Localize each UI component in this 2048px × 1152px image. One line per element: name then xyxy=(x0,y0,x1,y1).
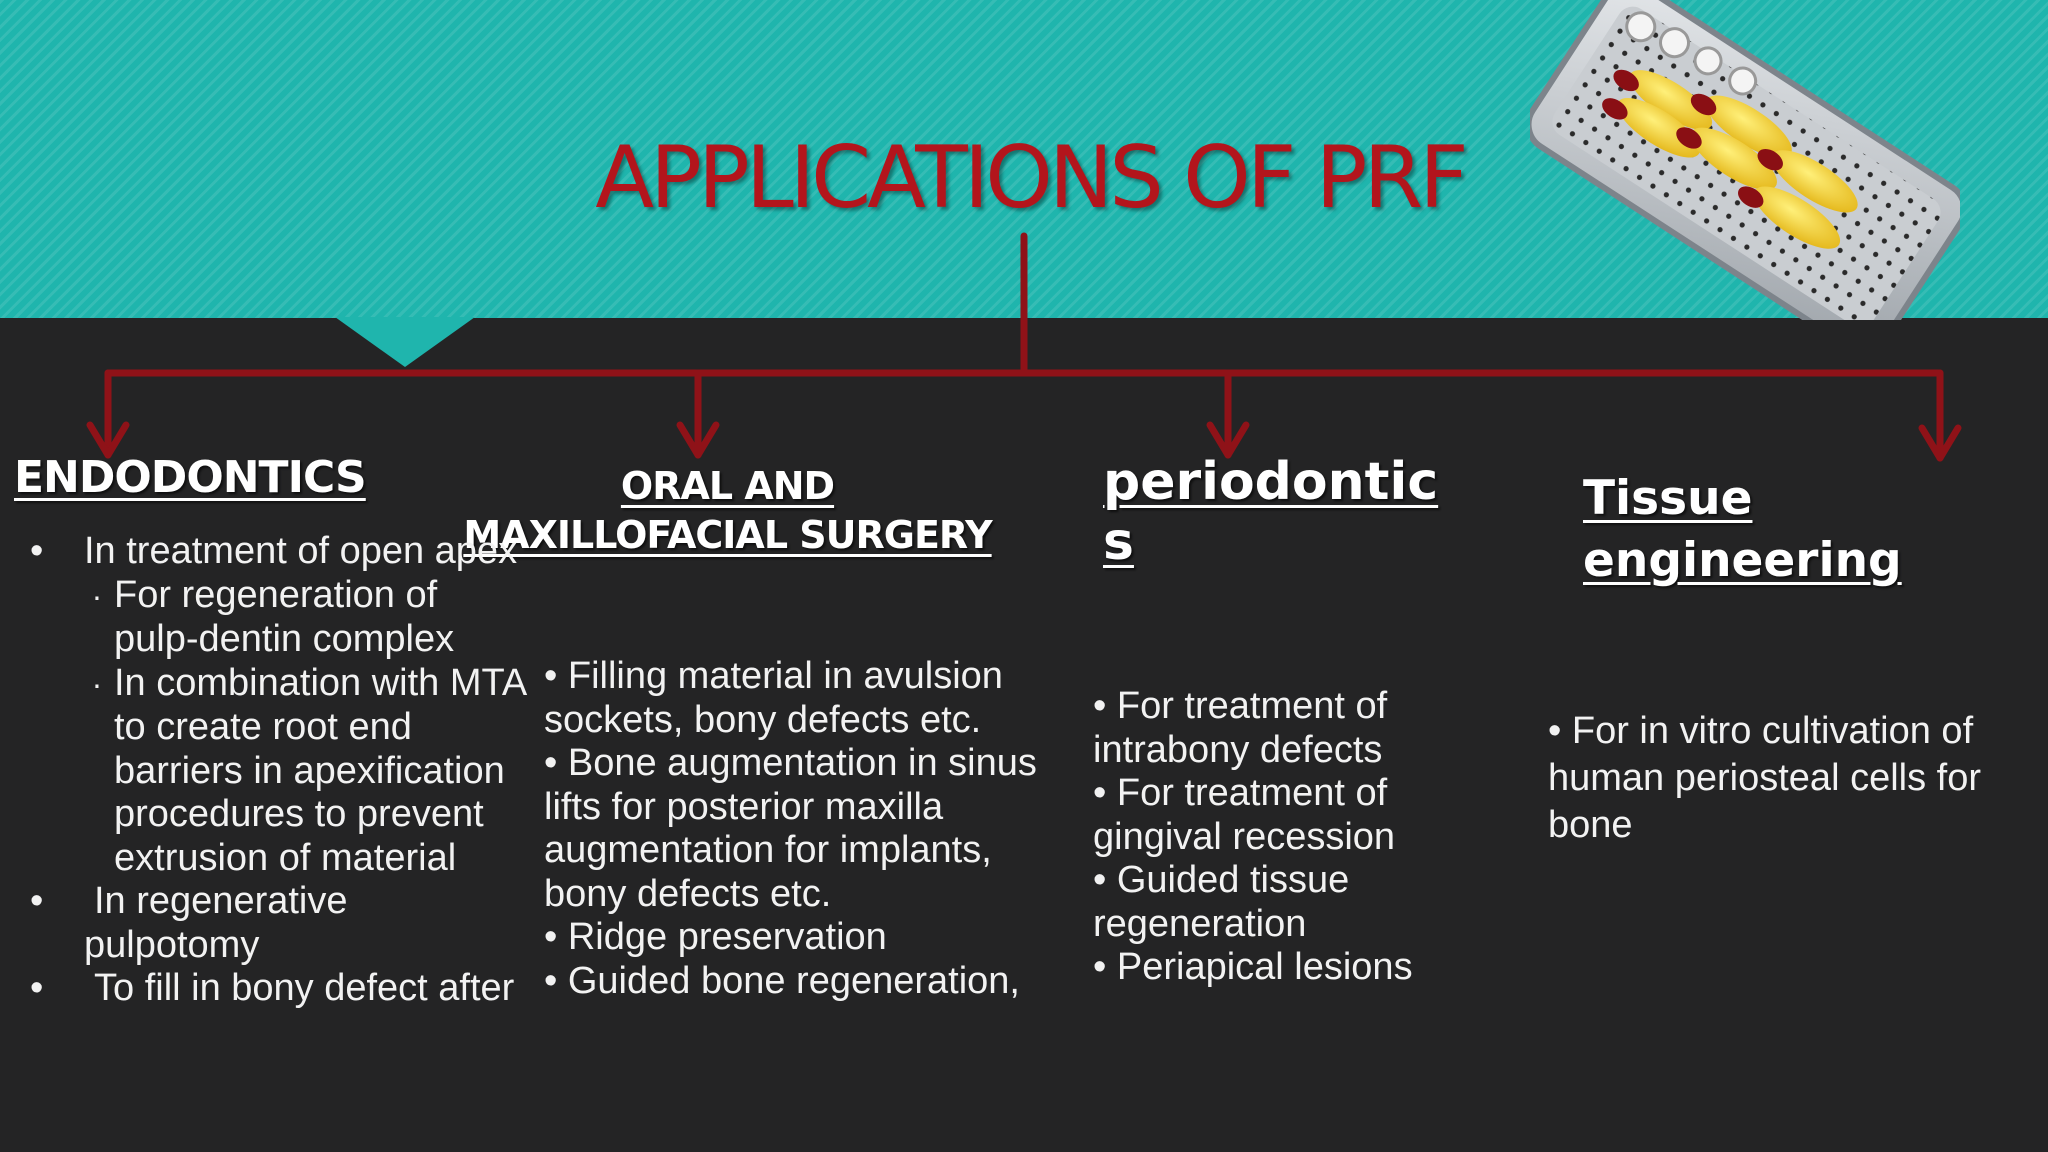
list-item: · In combination with MTA to create root … xyxy=(30,662,530,881)
header-notch xyxy=(335,317,475,367)
list-item: • Guided bone regeneration, xyxy=(544,959,1020,1002)
heading-line: engineering xyxy=(1583,533,1902,588)
list-item: • For treatment of gingival recession xyxy=(1093,772,1396,858)
list-item: • Ridge preservation xyxy=(544,916,887,958)
list-item-text: In combination with MTA to create root e… xyxy=(114,661,526,879)
heading-line: periodontic xyxy=(1103,452,1439,512)
heading-oral-maxillofacial-surgery: ORAL AND MAXILLOFACIAL SURGERY xyxy=(460,462,995,560)
slide-title: APPLICATIONS OF PRF xyxy=(595,128,1468,228)
list-item: • Filling material in avulsion sockets, … xyxy=(544,655,1003,741)
list-item: • Guided tissue regeneration xyxy=(1093,859,1350,945)
periodontics-list: • For treatment of intrabony defects • F… xyxy=(1093,685,1423,990)
heading-endodontics: ENDODONTICS xyxy=(14,452,367,503)
list-item: • In treatment of open apex xyxy=(30,530,530,574)
prf-tray-image xyxy=(1530,0,1960,320)
heading-tissue-engineering: Tissue engineering xyxy=(1583,468,1923,592)
bullet: • xyxy=(30,530,44,572)
heading-periodontics: periodontic s xyxy=(1103,452,1439,572)
list-item: · For regeneration of pulp-dentin complex xyxy=(30,574,530,662)
bullet: • xyxy=(30,967,44,1009)
list-item-text: In treatment of open apex xyxy=(84,530,518,572)
list-item: • For in vitro cultivation of human peri… xyxy=(1548,710,1981,846)
heading-line: ORAL AND xyxy=(620,464,835,508)
list-item: • In regenerative pulpotomy xyxy=(30,880,530,967)
heading-line: Tissue xyxy=(1583,471,1753,526)
endodontics-list: • In treatment of open apex · For regenera… xyxy=(30,530,530,1011)
heading-line: s xyxy=(1103,512,1134,572)
bullet: · xyxy=(91,577,103,614)
list-item-text: For regeneration of pulp-dentin complex xyxy=(114,573,455,661)
bullet: · xyxy=(91,665,103,702)
oral-surgery-list: • Filling material in avulsion sockets, … xyxy=(544,655,1044,1003)
connector-diagram xyxy=(86,232,1962,462)
tissue-engineering-list: • For in vitro cultivation of human peri… xyxy=(1548,708,2008,849)
list-item-text: To fill in bony defect after xyxy=(94,967,515,1009)
list-item: • Periapical lesions xyxy=(1093,946,1413,988)
bullet: • xyxy=(30,880,44,922)
dark-content-area xyxy=(0,318,2048,1152)
list-item: • Bone augmentation in sinus lifts for p… xyxy=(544,742,1037,915)
list-item: • For treatment of intrabony defects xyxy=(1093,685,1388,771)
list-item-text: In regenerative pulpotomy xyxy=(84,880,348,966)
heading-line: MAXILLOFACIAL SURGERY xyxy=(463,513,992,557)
list-item: • To fill in bony defect after xyxy=(30,967,530,1011)
